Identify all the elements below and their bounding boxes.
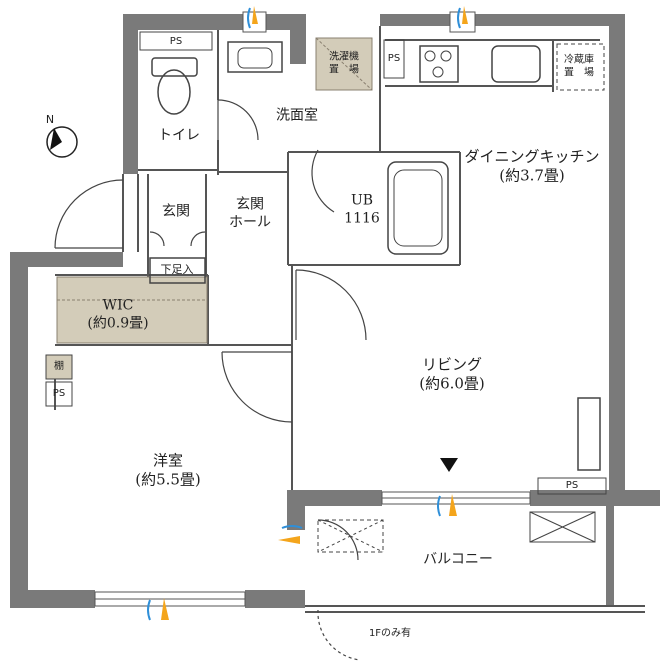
ps-box-4 [537, 477, 607, 495]
dining-kitchen-name: ダイニングキッチン [464, 147, 600, 166]
room-entrance: 玄関 [162, 203, 190, 220]
ps-box-1 [139, 31, 213, 51]
unit-bath-line1: UB [350, 192, 374, 209]
room-washroom: 洗面室 [276, 107, 318, 124]
room-dining-kitchen: ダイニングキッチン (約3.7畳) [464, 147, 599, 185]
dining-kitchen-size: (約3.7畳) [499, 166, 565, 184]
shelf-box [45, 354, 73, 380]
fixtures [45, 31, 607, 553]
entrance-hall-line1: 玄関 [236, 196, 264, 213]
compass-icon [46, 126, 78, 158]
compass-north-letter: N [45, 113, 55, 127]
living-door-swing [295, 269, 367, 341]
outdoor-unit-1 [317, 519, 384, 553]
windows [94, 11, 531, 607]
toilet-tank [151, 57, 198, 77]
fridge-line2: 置 場 [564, 67, 594, 78]
fridge-space [556, 43, 605, 91]
ps-label-1: PS [169, 35, 183, 47]
shelf-label: 棚 [54, 360, 64, 372]
laundry-line2: 置 場 [329, 64, 359, 75]
western-door-swing [221, 351, 293, 423]
wic-shelf-area [56, 276, 208, 344]
entrance-door-swing [54, 179, 124, 249]
ventilation-marks [147, 6, 468, 621]
living-size: (約6.0畳) [419, 374, 485, 392]
western-name: 洋室 [152, 451, 183, 470]
balcony-marker-triangle [440, 458, 458, 472]
unit-bath-line2: 1116 [344, 210, 380, 226]
wic-size: (約0.9畳) [87, 315, 149, 331]
ps-label-3: PS [52, 387, 66, 399]
room-western: 洋室 (約5.5畳) [135, 451, 201, 489]
shoe-box [149, 257, 206, 284]
shoe-box-label: 下足入 [160, 263, 194, 277]
bathtub [387, 161, 449, 255]
toilet-door-swing [217, 99, 259, 141]
entrance-hall-line2: ホール [229, 214, 271, 230]
ps-box-3 [45, 381, 73, 407]
room-entrance-hall: 玄関 ホール [229, 197, 271, 232]
room-living: リビング (約6.0畳) [419, 355, 485, 393]
stove [419, 45, 459, 83]
wic-name: WIC [102, 297, 134, 314]
room-balcony: バルコニー [423, 551, 493, 568]
ground-floor-gate-swing [317, 609, 361, 661]
bath-door-swing [311, 149, 335, 213]
ps-box-2 [383, 39, 405, 79]
ps-label-4: PS [565, 479, 579, 491]
room-fridge: 冷蔵庫 置 場 [564, 55, 594, 80]
ps-label-2: PS [387, 52, 401, 64]
room-unit-bath: UB 1116 [344, 193, 380, 228]
toilet-bowl [157, 69, 191, 115]
western-size: (約5.5畳) [135, 470, 201, 488]
laundry-line1: 洗濯機 [329, 51, 359, 63]
ground-floor-note: 1Fのみ有 [368, 627, 412, 639]
vanity [227, 41, 283, 73]
room-wic: WIC (約0.9畳) [87, 298, 148, 333]
balcony-door-swing [317, 519, 359, 561]
fridge-line1: 冷蔵庫 [564, 54, 594, 66]
exterior-walls [10, 14, 660, 608]
door-swings [54, 99, 367, 661]
outdoor-unit-2 [529, 511, 596, 543]
living-column [577, 397, 601, 471]
room-laundry: 洗濯機 置 場 [329, 52, 359, 77]
room-toilet: トイレ [158, 127, 200, 144]
kitchen-sink [491, 45, 541, 83]
living-name: リビング [421, 355, 482, 374]
